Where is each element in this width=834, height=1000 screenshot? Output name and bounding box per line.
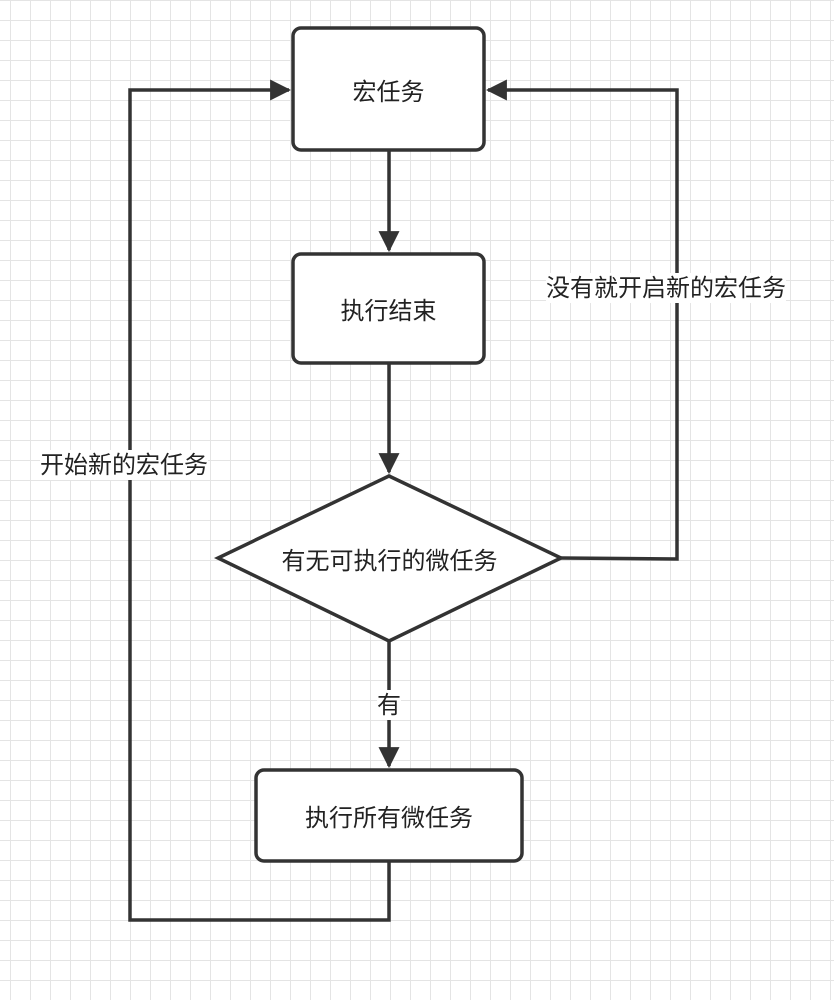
exec-all-micro-node: 执行所有微任务 xyxy=(305,804,473,832)
edge-decision-no-loop xyxy=(485,79,679,561)
edge-label-start-new: 开始新的宏任务 xyxy=(40,450,208,480)
edge-label-none-start-new: 没有就开启新的宏任务 xyxy=(546,273,786,303)
decision-node: 有无可执行的微任务 xyxy=(281,547,498,575)
macro-task-node: 宏任务 xyxy=(352,77,425,106)
edge-label-yes: 有 xyxy=(377,690,401,720)
exec-end-node: 执行结束 xyxy=(340,297,437,325)
edge-exec-loop-back xyxy=(128,79,391,922)
